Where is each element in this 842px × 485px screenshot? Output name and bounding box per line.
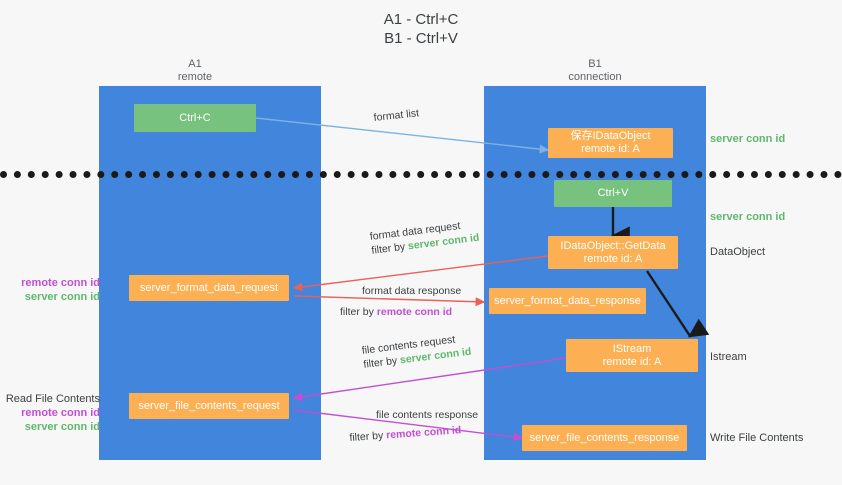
node-idataobject-getdata[interactable]: IDataObject::GetData remote id: A [548,236,678,269]
connector-file-contents-response [293,409,524,442]
label-write-file-contents: Write File Contents [710,432,804,444]
node-server-file-contents-request[interactable]: server_file_contents_request [129,393,289,419]
node-istream[interactable]: IStream remote id: A [566,339,698,372]
label-file-remote-conn-id: remote conn id [21,407,100,419]
annotation-format-data-response-line2: filter by remote conn id [340,306,453,318]
node-server-file-contents-response[interactable]: server_file_contents_response [522,425,687,451]
connector-format-data-response [293,295,486,307]
label-format-conn-ids: remote conn id server conn id [8,276,100,304]
annotation-format-data-response-line1: format data response [362,285,462,297]
column-header-a1: A1 remote [177,58,213,83]
node-save-idataobject[interactable]: 保存IDataObject remote id: A [548,128,673,158]
connector-format-list [255,117,550,154]
annotation-file-contents-response-line1: file contents response [376,409,479,421]
label-file-server-conn-id: server conn id [24,421,100,433]
label-dataobject: DataObject [710,246,766,258]
diagram-title: A1 - Ctrl+C B1 - Ctrl+V [383,11,459,47]
column-header-b1: B1 connection [568,58,622,83]
annotation-file-contents-response: file contents response filter by remote … [349,408,479,445]
label-format-remote-conn-id: remote conn id [21,277,100,289]
label-read-file-contents-block: Read File Contents remote conn id server… [4,392,100,434]
label-server-conn-id-mid: server conn id [710,211,786,223]
divider-dotted-line [0,171,842,178]
node-server-format-data-request[interactable]: server_format_data_request [129,275,289,301]
node-server-format-data-response[interactable]: server_format_data_response [489,288,646,314]
label-istream: Istream [710,351,747,363]
label-server-conn-id-top: server conn id [710,133,786,145]
annotation-format-data-response: format data response filter by remote co… [340,284,462,319]
node-ctrl-v[interactable]: Ctrl+V [554,180,672,207]
connector-getdata-to-istream [645,270,710,338]
connector-file-contents-request [292,357,567,402]
connector-format-data-request [292,255,549,292]
node-ctrl-c[interactable]: Ctrl+C [134,104,256,132]
label-read-file-contents: Read File Contents [5,393,100,405]
label-format-server-conn-id: server conn id [24,291,100,303]
